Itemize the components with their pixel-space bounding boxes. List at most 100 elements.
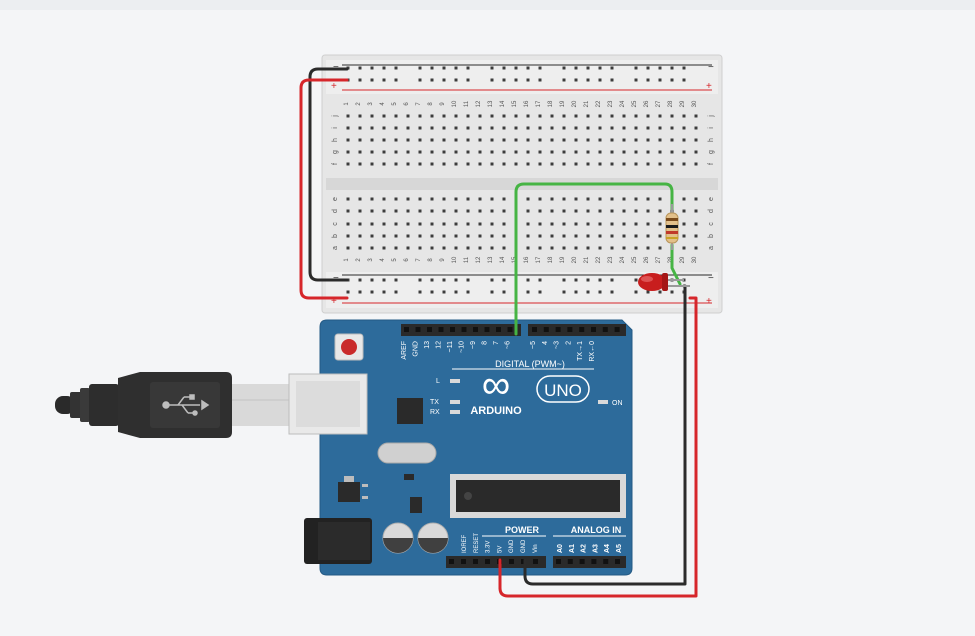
header-pin[interactable] [404,327,409,332]
hole[interactable] [442,234,446,238]
hole[interactable] [610,126,614,130]
hole[interactable] [526,246,530,250]
hole[interactable] [382,209,386,213]
hole[interactable] [370,138,374,142]
hole[interactable] [658,222,662,226]
hole[interactable] [670,78,674,82]
hole[interactable] [670,114,674,118]
hole[interactable] [430,138,434,142]
hole[interactable] [586,246,590,250]
hole[interactable] [454,162,458,166]
hole[interactable] [586,150,590,154]
hole[interactable] [346,234,350,238]
hole[interactable] [406,150,410,154]
hole[interactable] [562,114,566,118]
hole[interactable] [370,278,374,282]
hole[interactable] [646,150,650,154]
hole[interactable] [598,278,602,282]
hole[interactable] [538,150,542,154]
hole[interactable] [658,246,662,250]
hole[interactable] [658,209,662,213]
hole[interactable] [526,234,530,238]
hole[interactable] [550,222,554,226]
hole[interactable] [358,126,362,130]
hole[interactable] [346,222,350,226]
hole[interactable] [382,162,386,166]
header-pin[interactable] [473,327,478,332]
header-pin[interactable] [602,327,608,332]
hole[interactable] [670,150,674,154]
hole[interactable] [658,290,662,294]
hole[interactable] [430,222,434,226]
hole[interactable] [694,162,698,166]
hole[interactable] [454,78,458,82]
hole[interactable] [682,150,686,154]
hole[interactable] [346,290,350,294]
header-pin[interactable] [591,559,597,564]
hole[interactable] [418,126,422,130]
hole[interactable] [382,234,386,238]
hole[interactable] [442,78,446,82]
hole[interactable] [538,197,542,201]
header-pin[interactable] [614,327,620,332]
hole[interactable] [502,162,506,166]
dc-power-jack[interactable] [304,518,372,564]
hole[interactable] [346,246,350,250]
hole[interactable] [454,234,458,238]
hole[interactable] [418,78,422,82]
hole[interactable] [574,222,578,226]
hole[interactable] [670,66,674,70]
hole[interactable] [454,126,458,130]
hole[interactable] [346,138,350,142]
hole[interactable] [526,222,530,226]
header-pin[interactable] [555,327,561,332]
hole[interactable] [370,290,374,294]
hole[interactable] [610,278,614,282]
hole[interactable] [598,162,602,166]
hole[interactable] [394,138,398,142]
hole[interactable] [406,138,410,142]
hole[interactable] [634,246,638,250]
hole[interactable] [466,162,470,166]
hole[interactable] [538,209,542,213]
hole[interactable] [430,209,434,213]
hole[interactable] [538,78,542,82]
hole[interactable] [454,66,458,70]
hole[interactable] [682,197,686,201]
hole[interactable] [694,234,698,238]
hole[interactable] [514,162,518,166]
hole[interactable] [502,138,506,142]
hole[interactable] [502,114,506,118]
hole[interactable] [586,162,590,166]
hole[interactable] [478,162,482,166]
hole[interactable] [610,66,614,70]
hole[interactable] [694,197,698,201]
hole[interactable] [394,246,398,250]
hole[interactable] [394,278,398,282]
hole[interactable] [430,278,434,282]
hole[interactable] [346,114,350,118]
hole[interactable] [490,234,494,238]
header-pin[interactable] [449,559,454,564]
hole[interactable] [634,222,638,226]
hole[interactable] [694,150,698,154]
hole[interactable] [394,78,398,82]
hole[interactable] [406,162,410,166]
hole[interactable] [430,126,434,130]
hole[interactable] [598,246,602,250]
hole[interactable] [598,78,602,82]
hole[interactable] [646,66,650,70]
hole[interactable] [574,126,578,130]
breadboard-holes[interactable] [346,66,698,294]
hole[interactable] [550,114,554,118]
hole[interactable] [646,222,650,226]
header-pin[interactable] [509,559,514,564]
hole[interactable] [514,114,518,118]
wire-black-rail-left[interactable] [308,67,349,282]
hole[interactable] [634,150,638,154]
header-pin[interactable] [461,559,466,564]
header-pin[interactable] [579,327,585,332]
hole[interactable] [370,126,374,130]
hole[interactable] [502,222,506,226]
hole[interactable] [430,197,434,201]
